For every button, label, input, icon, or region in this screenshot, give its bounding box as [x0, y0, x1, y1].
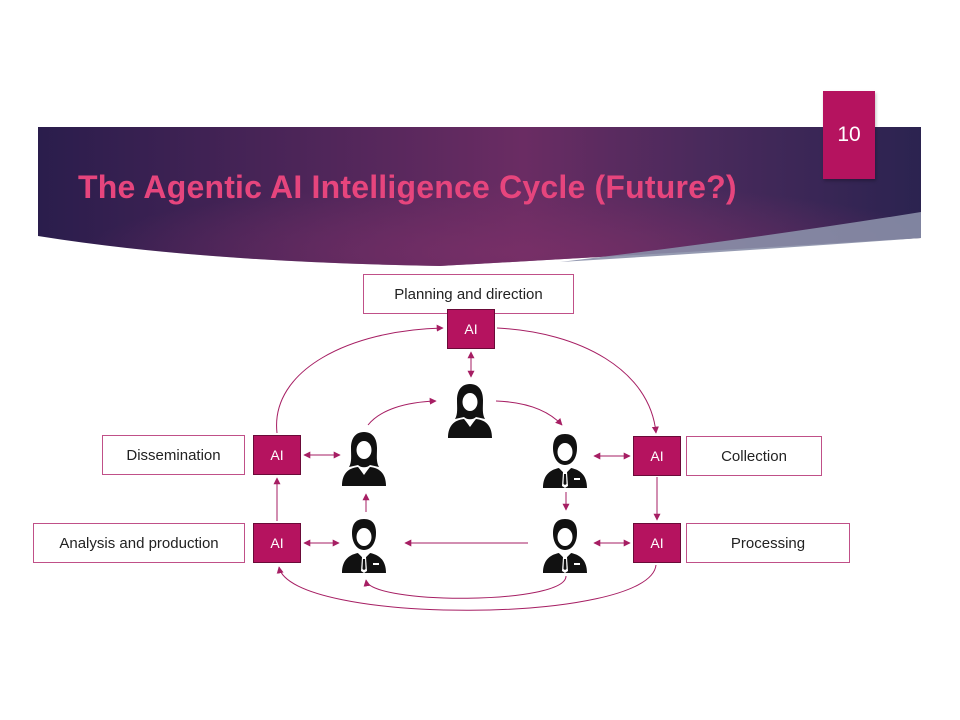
ai-box-collection: AI — [633, 436, 681, 476]
ai-box-planning: AI — [447, 309, 495, 349]
slide-title: The Agentic AI Intelligence Cycle (Futur… — [78, 169, 737, 205]
stage-analysis-label: Analysis and production — [33, 523, 245, 563]
stage-collection-label: Collection — [686, 436, 822, 476]
man-tie-icon — [543, 434, 587, 488]
ai-box-processing: AI — [633, 523, 681, 563]
woman-tie-icon — [543, 519, 587, 573]
man-tie-icon — [342, 519, 386, 573]
stage-dissemination-label: Dissemination — [102, 435, 245, 475]
ai-box-analysis: AI — [253, 523, 301, 563]
ai-box-dissemination: AI — [253, 435, 301, 475]
woman-icon — [342, 432, 386, 486]
stage-processing-label: Processing — [686, 523, 850, 563]
stage-planning-label: Planning and direction — [363, 274, 574, 314]
woman-icon — [448, 384, 492, 438]
page-number-badge: 10 — [823, 91, 875, 179]
